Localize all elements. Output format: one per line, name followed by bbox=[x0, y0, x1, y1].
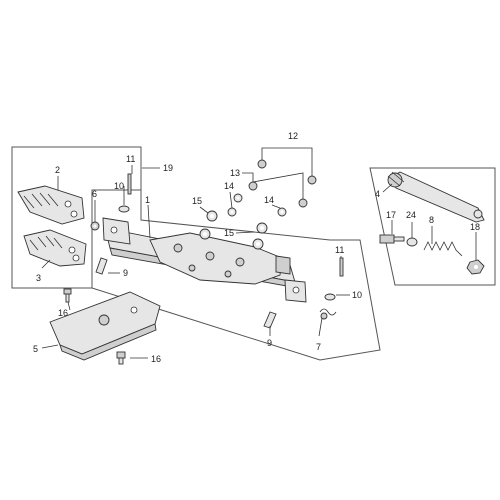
callout-12: 12 bbox=[288, 131, 298, 141]
washer-24 bbox=[406, 237, 418, 247]
callout-3: 3 bbox=[36, 273, 41, 283]
callout-16-a: 16 bbox=[58, 308, 68, 318]
callout-14-b: 14 bbox=[264, 195, 274, 205]
callout-5: 5 bbox=[33, 344, 38, 354]
pin-9-left bbox=[95, 257, 108, 275]
side-stand-group-frame bbox=[369, 167, 496, 286]
washer-14-a bbox=[227, 207, 237, 217]
pin-9-bottom bbox=[263, 311, 277, 329]
washer-14-b bbox=[277, 207, 287, 217]
callout-18: 18 bbox=[470, 222, 480, 232]
washer-15-d bbox=[252, 238, 264, 250]
callout-17: 17 bbox=[386, 210, 396, 220]
callout-14-a: 14 bbox=[224, 181, 234, 191]
pin-11-right bbox=[339, 257, 344, 277]
nut-12-a bbox=[257, 159, 267, 169]
callout-11-a: 11 bbox=[126, 154, 135, 164]
footrest-lower bbox=[23, 229, 87, 267]
callout-13: 13 bbox=[230, 168, 240, 178]
callout-7: 7 bbox=[316, 342, 321, 352]
main-stand-bar bbox=[102, 217, 307, 303]
bolt-17 bbox=[379, 234, 405, 244]
spring-8 bbox=[423, 241, 463, 257]
callout-10-a: 10 bbox=[114, 181, 124, 191]
side-stand-arm bbox=[387, 171, 485, 223]
callout-2: 2 bbox=[55, 165, 60, 175]
callout-15-b: 15 bbox=[224, 228, 234, 238]
washer-10-right bbox=[324, 293, 336, 301]
nut-13-b bbox=[298, 198, 308, 208]
nut-18 bbox=[466, 259, 485, 275]
callout-9-a: 9 bbox=[123, 268, 128, 278]
callout-4: 4 bbox=[375, 189, 380, 199]
nut-13-a bbox=[248, 181, 258, 191]
footrest-upper bbox=[17, 185, 85, 225]
callout-19: 19 bbox=[163, 163, 173, 173]
bolt-16-lower bbox=[116, 351, 126, 365]
skid-plate bbox=[49, 291, 161, 361]
washer-14-c bbox=[233, 193, 243, 203]
callout-6: 6 bbox=[92, 189, 97, 199]
spring-7 bbox=[319, 308, 337, 320]
callout-labels: 1 2 3 4 5 6 7 8 9 9 10 10 11 11 12 13 14… bbox=[33, 131, 480, 364]
callout-16-b: 16 bbox=[151, 354, 161, 364]
callout-11-b: 11 bbox=[335, 245, 344, 255]
callout-9-b: 9 bbox=[267, 338, 272, 348]
washer-15-c bbox=[256, 222, 268, 234]
callout-10-b: 10 bbox=[352, 290, 362, 300]
bolt-16-upper bbox=[63, 288, 72, 303]
leader-lines bbox=[41, 147, 477, 359]
washer-10-left bbox=[118, 205, 130, 213]
washer-15-a bbox=[206, 210, 218, 222]
main-frame-outline bbox=[91, 189, 381, 361]
spring-clip-6 bbox=[90, 221, 100, 231]
washer-15-b bbox=[199, 228, 211, 240]
callout-1: 1 bbox=[145, 195, 150, 205]
pin-11-left bbox=[127, 173, 132, 195]
callout-8: 8 bbox=[429, 215, 434, 225]
callout-15-a: 15 bbox=[192, 196, 202, 206]
callout-24: 24 bbox=[406, 210, 416, 220]
nut-12-b bbox=[307, 175, 317, 185]
